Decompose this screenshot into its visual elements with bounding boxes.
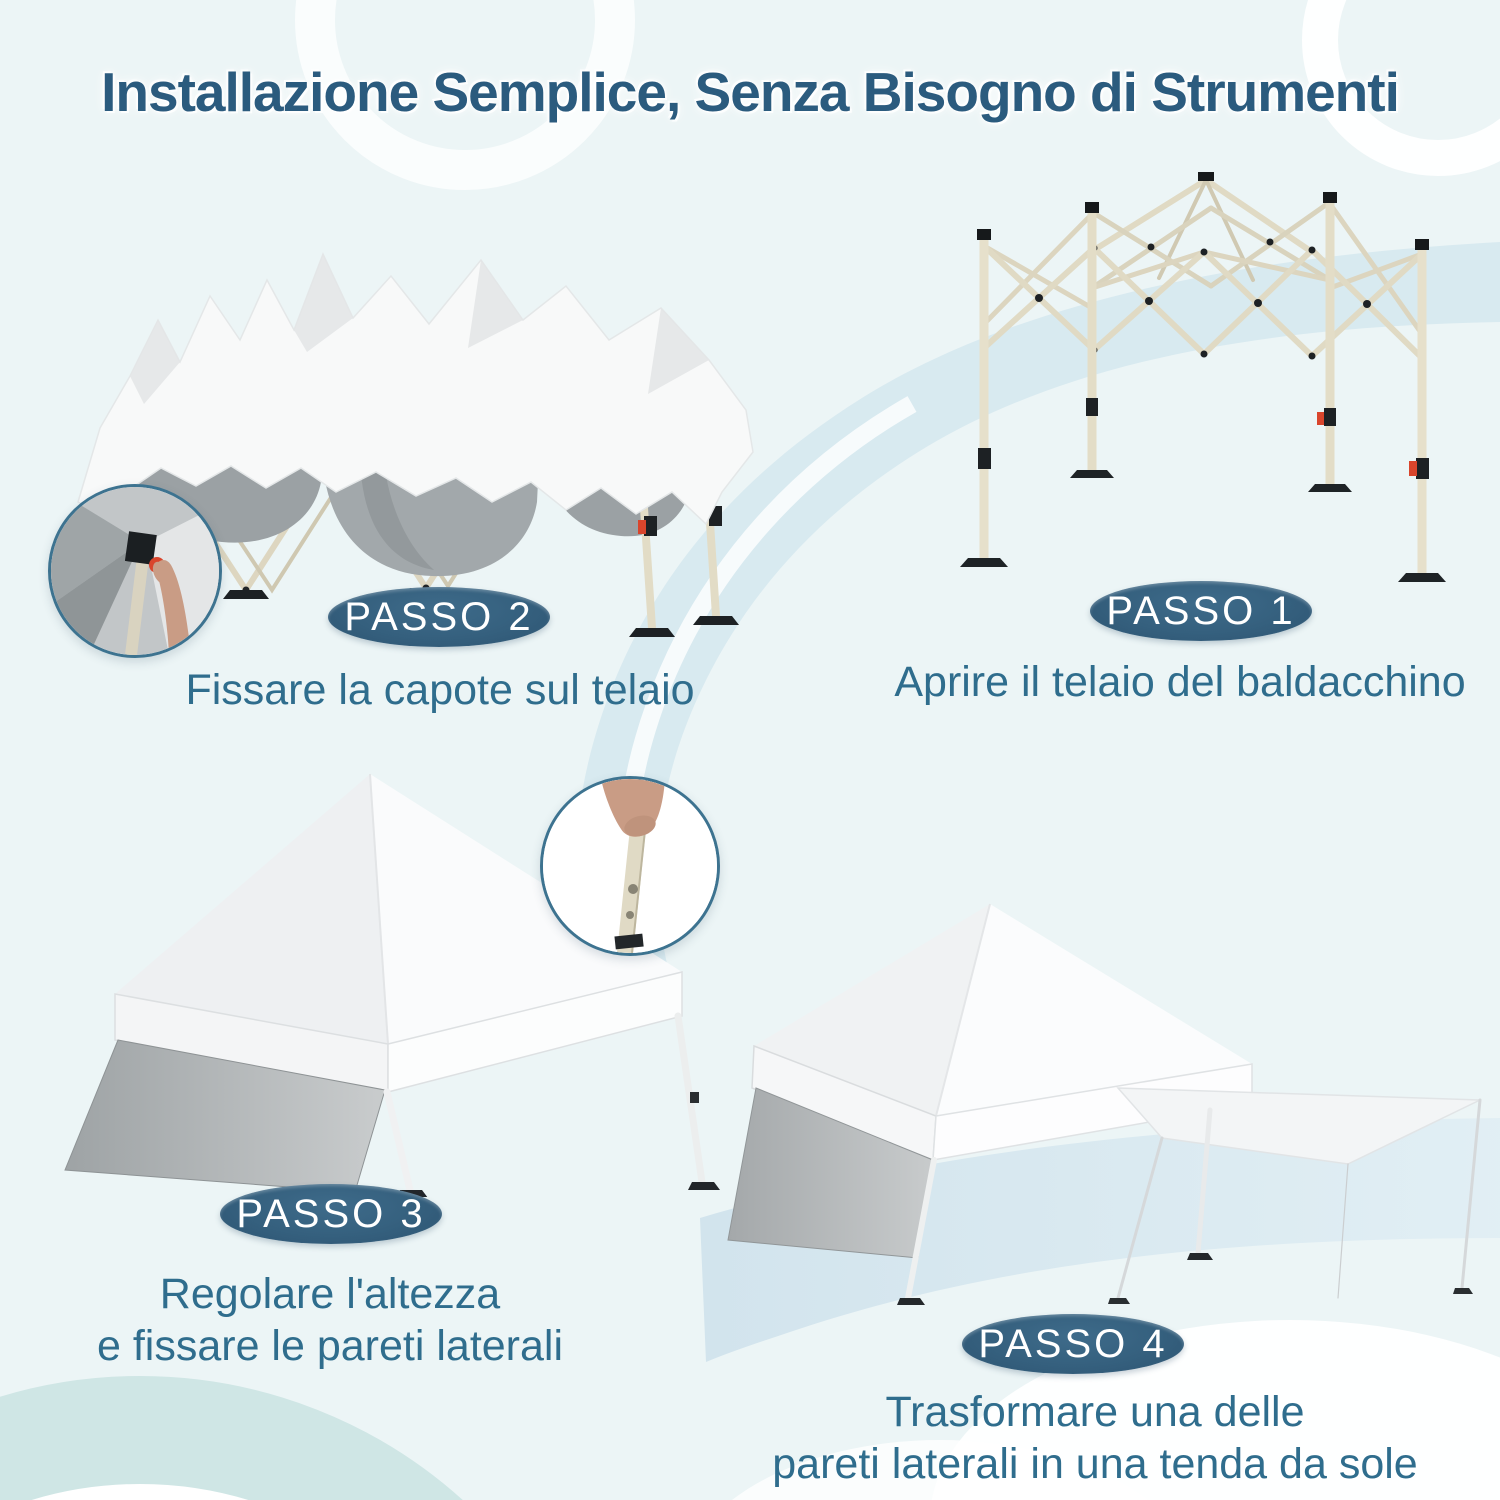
step-1-caption: Aprire il telaio del baldacchino bbox=[894, 658, 1466, 706]
ring-bottom-left bbox=[0, 1376, 463, 1500]
step-3-caption-line-2: e fissare le pareti laterali bbox=[96, 1322, 564, 1371]
step-4-caption-line-2: pareti laterali in una tenda da sole bbox=[772, 1440, 1418, 1489]
ring-top-right bbox=[1302, 0, 1500, 176]
white-blob-bottom-center bbox=[732, 1440, 1148, 1500]
step-4-caption-line-1: Trasformare una delle bbox=[885, 1388, 1305, 1436]
tent-legs bbox=[897, 1107, 1213, 1305]
step-3-caption-line-1: Regolare l'altezza bbox=[159, 1270, 501, 1318]
hand-clipping-canopy-illustration bbox=[51, 487, 219, 655]
step-4-badge-label: PASSO 4 bbox=[978, 1321, 1168, 1366]
awning-panel bbox=[1116, 1087, 1481, 1165]
front-truss bbox=[981, 243, 1425, 361]
step-2-badge-label: PASSO 2 bbox=[344, 594, 534, 639]
step-1-badge: PASSO 1 bbox=[1090, 581, 1312, 641]
frame-legs bbox=[960, 192, 1446, 582]
step-4-badge: PASSO 4 bbox=[962, 1314, 1184, 1374]
white-crumpled-canopy bbox=[77, 252, 754, 526]
step-2-badge: PASSO 2 bbox=[328, 587, 550, 647]
ring-top-center-left bbox=[295, 0, 635, 190]
step-1-photo-open-scissor-frame bbox=[960, 172, 1446, 582]
step-3-badge-label: PASSO 3 bbox=[236, 1191, 426, 1236]
tent-roof bbox=[754, 903, 1252, 1117]
step-3-badge: PASSO 3 bbox=[220, 1184, 442, 1244]
step-1-badge-label: PASSO 1 bbox=[1106, 588, 1296, 633]
step-4-caption: Trasformare una delle pareti laterali in… bbox=[700, 1386, 1490, 1491]
hand-adjusting-leg-illustration bbox=[543, 779, 717, 953]
step-2-inset-hand-clipping-canopy bbox=[48, 484, 222, 658]
awning-poles bbox=[1108, 1098, 1482, 1304]
step-2-caption: Fissare la capote sul telaio bbox=[185, 666, 695, 714]
step-3-caption: Regolare l'altezza e fissare le pareti l… bbox=[10, 1268, 650, 1373]
page-title: Installazione Semplice, Senza Bisogno di… bbox=[101, 61, 1400, 123]
step-3-inset-hand-adjusting-leg bbox=[540, 776, 720, 956]
step-4-photo-tent-with-awning bbox=[727, 903, 1482, 1305]
tent-valance bbox=[114, 971, 683, 1093]
tent-roof bbox=[115, 773, 682, 1045]
step-3-photo-tent-with-side-wall bbox=[64, 773, 720, 1197]
